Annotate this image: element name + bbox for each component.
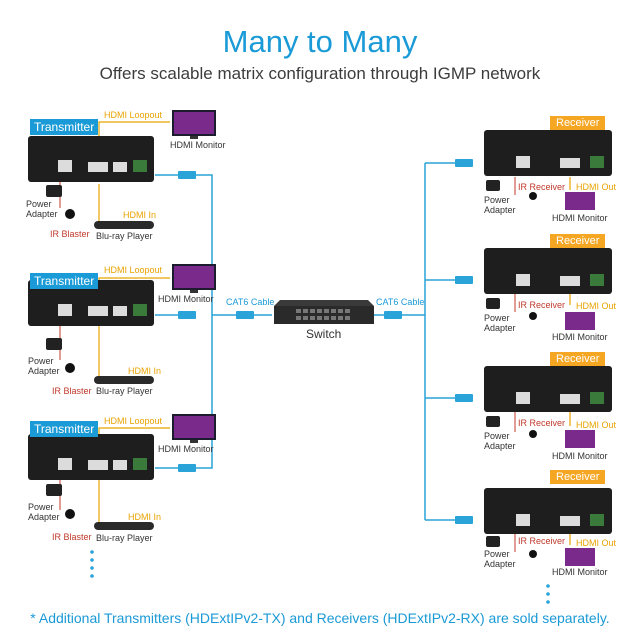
monitor-icon — [565, 192, 595, 210]
receiver-device — [484, 366, 612, 412]
monitor-icon — [565, 548, 595, 566]
page-subtitle: Offers scalable matrix configuration thr… — [99, 64, 541, 83]
ir-receiver-label: IR Receiver — [518, 300, 566, 310]
hdmi-out-label: HDMI Out — [576, 301, 617, 311]
hdmi-monitor-label: HDMI Monitor — [552, 567, 608, 577]
hdmi-loopout-label: HDMI Loopout — [104, 265, 163, 275]
receiver-devices — [484, 130, 612, 534]
hdmi-in-label: HDMI In — [128, 512, 162, 522]
hdmi-monitor-label: HDMI Monitor — [552, 332, 608, 342]
transmitter-badge: Transmitter — [30, 273, 99, 289]
more-dots-icon — [90, 550, 550, 604]
adapter-label: Adapter — [484, 323, 516, 333]
ir-receiver-label: IR Receiver — [518, 418, 566, 428]
ir-blaster-label: IR Blaster — [52, 532, 92, 542]
hdmi-out-label: HDMI Out — [576, 538, 617, 548]
monitor-icon — [565, 312, 595, 330]
network-lines — [155, 162, 470, 521]
hdmi-in-label: HDMI In — [128, 366, 162, 376]
ir-receiver-label: IR Receiver — [518, 536, 566, 546]
adapter-label: Adapter — [28, 512, 60, 522]
hdmi-monitor-label: HDMI Monitor — [552, 451, 608, 461]
hdmi-monitor-label: HDMI Monitor — [158, 294, 214, 304]
power-adapter-icons — [46, 180, 500, 547]
receiver-badge: Receiver — [550, 352, 606, 366]
receiver-device — [484, 248, 612, 294]
power-label: Power — [28, 356, 54, 366]
bluray-player-label: Blu-ray Player — [96, 386, 153, 396]
hdmi-in-label: HDMI In — [123, 210, 157, 220]
ir-drop-icons — [65, 192, 537, 558]
receiver-device — [484, 130, 612, 176]
hdmi-monitor-label: HDMI Monitor — [170, 140, 226, 150]
monitor-icon — [172, 110, 216, 139]
bluray-player-label: Blu-ray Player — [96, 231, 153, 241]
receiver-badge: Receiver — [550, 234, 606, 248]
bluray-player-icons — [94, 221, 154, 530]
ir-receiver-label: IR Receiver — [518, 182, 566, 192]
hdmi-monitor-label: HDMI Monitor — [158, 444, 214, 454]
monitor-icon — [565, 430, 595, 448]
transmitter-device — [28, 434, 154, 480]
ir-blaster-label: IR Blaster — [52, 386, 92, 396]
switch-label: Switch — [306, 327, 342, 341]
cat6-cable-right-label: CAT6 Cable — [376, 297, 425, 307]
hdmi-loopout-label: HDMI Loopout — [104, 416, 163, 426]
hdmi-loopout-label: HDMI Loopout — [104, 110, 163, 120]
ir-blaster-label: IR Blaster — [50, 229, 90, 239]
adapter-label: Adapter — [484, 441, 516, 451]
monitor-icons — [172, 110, 595, 566]
hdmi-monitor-label: HDMI Monitor — [552, 213, 608, 223]
power-label: Power — [484, 195, 510, 205]
power-label: Power — [28, 502, 54, 512]
cat6-cable-left-label: CAT6 Cable — [226, 297, 275, 307]
transmitter-badge: Transmitter — [30, 119, 99, 135]
power-label: Power — [26, 199, 52, 209]
receiver-device — [484, 488, 612, 534]
transmitter-badge: Transmitter — [30, 421, 99, 437]
receiver-badge: Receiver — [550, 470, 606, 484]
transmitter-devices — [28, 136, 154, 480]
rj45-connector-icons — [178, 159, 473, 524]
adapter-label: Adapter — [484, 559, 516, 569]
receiver-badge: Receiver — [550, 116, 606, 130]
adapter-label: Adapter — [26, 209, 58, 219]
page-title: Many to Many — [222, 24, 418, 59]
transmitter-device — [28, 136, 154, 182]
bluray-player-label: Blu-ray Player — [96, 533, 153, 543]
hdmi-out-label: HDMI Out — [576, 182, 617, 192]
power-label: Power — [484, 431, 510, 441]
adapter-label: Adapter — [484, 205, 516, 215]
hdmi-out-label: HDMI Out — [576, 420, 617, 430]
power-label: Power — [484, 549, 510, 559]
adapter-label: Adapter — [28, 366, 60, 376]
power-label: Power — [484, 313, 510, 323]
footnote: * Additional Transmitters (HDExtIPv2-TX)… — [30, 610, 610, 626]
monitor-icon — [172, 414, 216, 443]
monitor-icon — [172, 264, 216, 293]
network-switch — [274, 300, 374, 324]
